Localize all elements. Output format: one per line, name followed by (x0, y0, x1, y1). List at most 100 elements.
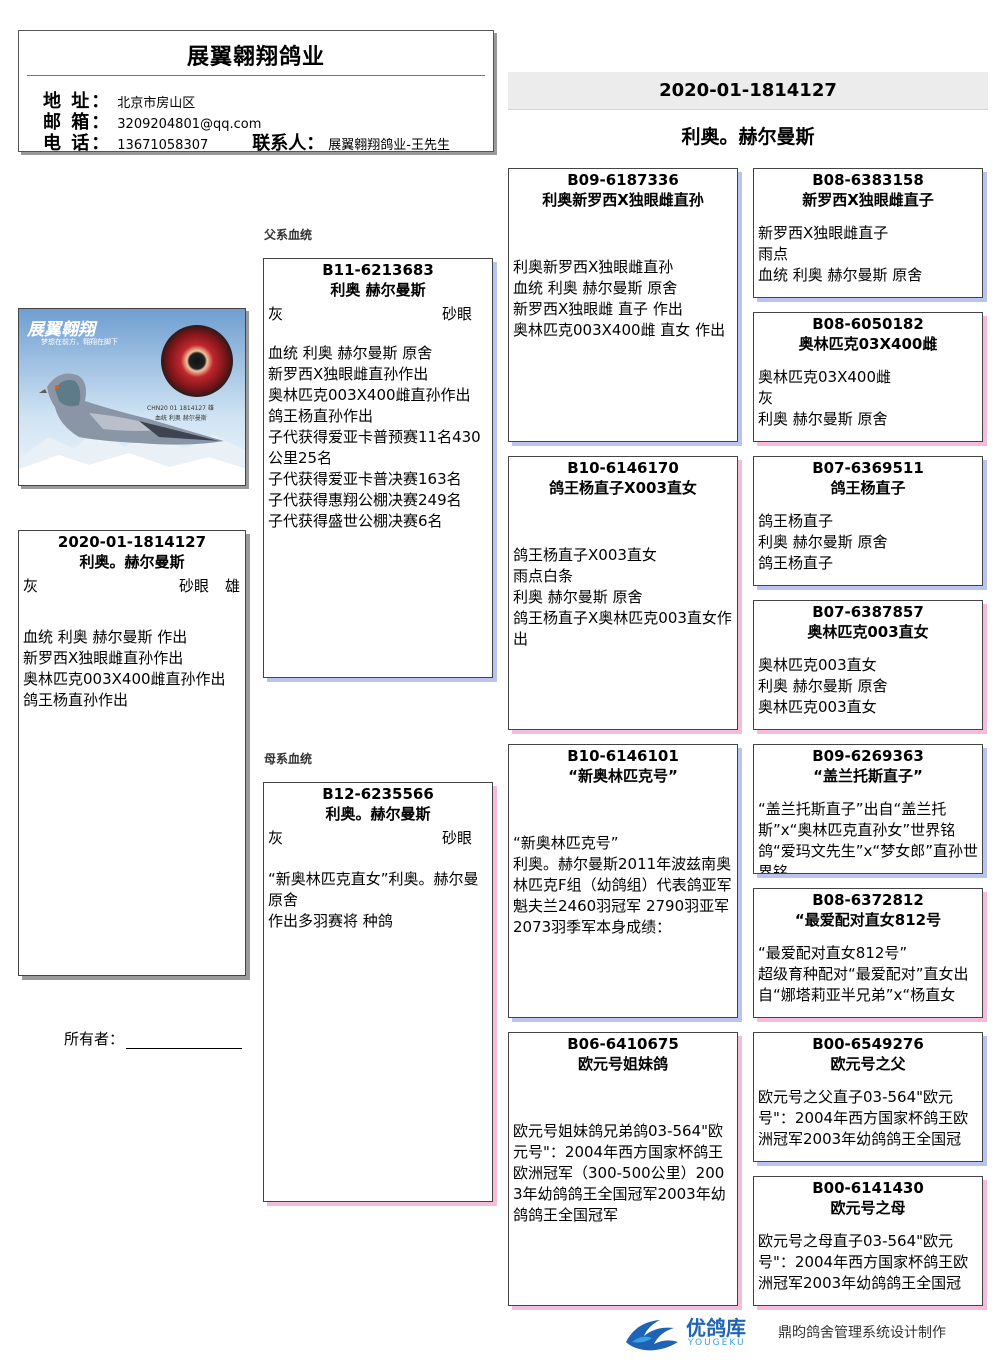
yougeku-logo: 优鸽库 YOUGEKU (622, 1312, 764, 1354)
dam-dam-name: 欧元号姐妹鸽 (577, 1055, 668, 1073)
dd-dam-name: 欧元号之母 (830, 1199, 906, 1217)
photo-caption-ring: CHN20 01 1814127 雄 (147, 405, 214, 412)
owner-field: 所有者： (64, 1028, 243, 1049)
sire-sire-ring: B09-6187336 (567, 171, 679, 189)
sire-dam-description: 鸽王杨直子X003直女 雨点白条 利奥 赫尔曼斯 原舍 鸽王杨直子X奥林匹克00… (513, 546, 732, 648)
ds-sire-card[interactable]: B09-6269363 “盖兰托斯直子” “盖兰托斯直子”出自“盖兰托斯”x“奥… (753, 744, 983, 874)
subject-name: 利奥。赫尔曼斯 (79, 553, 185, 571)
photo-caption-bloodline: 血统 利奥 赫尔曼斯 (155, 415, 207, 422)
sd-sire-card[interactable]: B07-6369511 鸽王杨直子 鸽王杨直子 利奥 赫尔曼斯 原舍 鸽王杨直子 (753, 456, 983, 586)
subject-ring: 2020-01-1814127 (57, 533, 207, 551)
dam-dam-ring: B06-6410675 (567, 1035, 679, 1053)
dam-name: 利奥。赫尔曼斯 (325, 805, 431, 823)
dam-sire-name: “新奥林匹克号” (568, 767, 678, 785)
sire-attributes: 灰 砂眼 (264, 301, 492, 323)
sd-dam-ring: B07-6387857 (812, 603, 924, 621)
dd-sire-card[interactable]: B00-6549276 欧元号之父 欧元号之父直子03-564"欧元号"：200… (753, 1032, 983, 1162)
subject-ring-band: 2020-01-1814127 (508, 72, 988, 110)
sd-dam-name: 奥林匹克003直女 (807, 623, 929, 641)
dam-description: “新奥林匹克直女”利奥。赫尔曼原舍 作出多羽赛将 种鸽 (268, 870, 479, 930)
email-row: 邮 箱： 3209204801@qq.com (43, 108, 261, 134)
ss-dam-description: 奥林匹克03X400雌 灰 利奥 赫尔曼斯 原舍 (758, 368, 891, 428)
subject-eye: 砂眼 (179, 577, 210, 595)
phone-row: 电 话： 13671058307 联系人：展翼翱翔鸽业-王先生 (43, 129, 450, 155)
dam-eye: 砂眼 (442, 829, 473, 847)
ds-dam-card[interactable]: B08-6372812 “最爱配对直女812号 “最爱配对直女812号” 超级育… (753, 888, 983, 1018)
sd-sire-ring: B07-6369511 (812, 459, 924, 477)
contact-value: 展翼翱翔鸽业-王先生 (328, 138, 450, 153)
sd-sire-name: 鸽王杨直子 (830, 479, 906, 497)
dam-side-label: 母系血统 (264, 752, 313, 766)
dam-sire-description: “新奥林匹克号” 利奥。赫尔曼斯2011年波兹南奥林匹克F组（幼鸽组）代表鸽亚军… (513, 834, 732, 936)
ss-sire-card[interactable]: B08-6383158 新罗西X独眼雌直子 新罗西X独眼雌直子 雨点 血统 利奥… (753, 168, 983, 298)
sire-card[interactable]: B11-6213683 利奥 赫尔曼斯 灰 砂眼 血统 利奥 赫尔曼斯 原舍 新… (263, 258, 493, 678)
dam-color: 灰 (268, 829, 284, 847)
ss-sire-description: 新罗西X独眼雌直子 雨点 血统 利奥 赫尔曼斯 原舍 (758, 224, 923, 284)
sire-ring: B11-6213683 (322, 261, 434, 279)
sd-dam-description: 奥林匹克003直女 利奥 赫尔曼斯 原舍 奥林匹克003直女 (758, 656, 888, 716)
dd-dam-card[interactable]: B00-6141430 欧元号之母 欧元号之母直子03-564"欧元号"：200… (753, 1176, 983, 1306)
ds-dam-description: “最爱配对直女812号” 超级育种配对“最爱配对”直女出自“娜塔莉亚半兄弟”x“… (758, 944, 969, 1004)
dam-card[interactable]: B12-6235566 利奥。赫尔曼斯 灰 砂眼 “新奥林匹克直女”利奥。赫尔曼… (263, 782, 493, 1202)
dd-sire-name: 欧元号之父 (830, 1055, 906, 1073)
sire-dam-ring: B10-6146170 (567, 459, 679, 477)
email-label: 邮 箱： (43, 112, 112, 133)
ds-sire-description: “盖兰托斯直子”出自“盖兰托斯”x“奥林匹克直孙女”世界铭鸽“爱玛文先生”x“梦… (758, 800, 978, 874)
sire-side-label: 父系血统 (264, 228, 313, 242)
dam-ring: B12-6235566 (322, 785, 434, 803)
contact-label: 联系人： (252, 133, 325, 154)
ds-dam-ring: B08-6372812 (812, 891, 924, 909)
sire-sire-description: 利奥新罗西X独眼雌直孙 血统 利奥 赫尔曼斯 原舍 新罗西X独眼雌 直子 作出 … (513, 258, 726, 339)
dam-attributes: 灰 砂眼 (264, 825, 492, 847)
address-row: 地 址： 北京市房山区 (43, 87, 195, 113)
sire-dam-card[interactable]: B10-6146170 鸽王杨直子X003直女 鸽王杨直子X003直女 雨点白条… (508, 456, 738, 730)
sire-color: 灰 (268, 305, 284, 323)
ds-dam-name: “最爱配对直女812号 (794, 911, 942, 929)
ds-sire-ring: B09-6269363 (812, 747, 924, 765)
pigeon-photo-illustration (19, 309, 245, 485)
dam-dam-description: 欧元号姐妹鸽兄弟鸽03-564"欧元号"：2004年西方国家杯鸽王欧洲冠军（30… (513, 1122, 726, 1224)
subject-card[interactable]: 2020-01-1814127 利奥。赫尔曼斯 灰 砂眼 雄 血统 利奥 赫尔曼… (18, 530, 246, 976)
ss-sire-ring: B08-6383158 (812, 171, 924, 189)
ds-sire-name: “盖兰托斯直子” (813, 767, 923, 785)
sire-eye: 砂眼 (442, 305, 473, 323)
sire-description: 血统 利奥 赫尔曼斯 原舍 新罗西X独眼雌直孙作出 奥林匹克003X400雌直孙… (268, 344, 481, 530)
dd-sire-ring: B00-6549276 (812, 1035, 924, 1053)
brand-name-en: YOUGEKU (688, 1338, 746, 1348)
subject-description: 血统 利奥 赫尔曼斯 作出 新罗西X独眼雌直孙作出 奥林匹克003X400雌直孙… (23, 628, 226, 709)
address-value: 北京市房山区 (117, 96, 196, 111)
dam-sire-ring: B10-6146101 (567, 747, 679, 765)
ss-dam-name: 奥林匹克03X400雌 (798, 335, 938, 353)
subject-sex: 雄 (225, 577, 241, 595)
dd-dam-description: 欧元号之母直子03-564"欧元号"：2004年西方国家杯鸽王欧洲冠军2003年… (758, 1232, 969, 1292)
ss-dam-ring: B08-6050182 (812, 315, 924, 333)
phone-label: 电 话： (43, 133, 112, 154)
sire-name: 利奥 赫尔曼斯 (330, 281, 426, 299)
phone-value[interactable]: 13671058307 (117, 138, 209, 153)
subject-name-heading: 利奥。赫尔曼斯 (681, 126, 815, 148)
pigeon-photo: 展翼翱翔 梦想在前方，翱翔在脚下 CHN20 01 1814127 雄 血统 利… (18, 308, 246, 486)
photo-banner-text: 展翼翱翔 (27, 320, 95, 340)
sd-sire-description: 鸽王杨直子 利奥 赫尔曼斯 原舍 鸽王杨直子 (758, 512, 888, 572)
owner-label: 所有者： (64, 1030, 125, 1048)
sire-dam-name: 鸽王杨直子X003直女 (549, 479, 697, 497)
sire-sire-name: 利奥新罗西X独眼雌直孙 (542, 191, 704, 209)
address-label: 地 址： (43, 91, 112, 112)
dam-sire-card[interactable]: B10-6146101 “新奥林匹克号” “新奥林匹克号” 利奥。赫尔曼斯201… (508, 744, 738, 1018)
ss-dam-card[interactable]: B08-6050182 奥林匹克03X400雌 奥林匹克03X400雌 灰 利奥… (753, 312, 983, 442)
breeder-header-card: 展翼翱翔鸽业 地 址：北京市房山区 邮 箱：3209204801@qq.com … (18, 30, 494, 155)
header-divider (27, 75, 485, 76)
yougeku-wave-icon (626, 1320, 678, 1351)
sire-sire-card[interactable]: B09-6187336 利奥新罗西X独眼雌直孙 利奥新罗西X独眼雌直孙 血统 利… (508, 168, 738, 442)
dam-dam-card[interactable]: B06-6410675 欧元号姐妹鸽 欧元号姐妹鸽兄弟鸽03-564"欧元号"：… (508, 1032, 738, 1306)
email-value[interactable]: 3209204801@qq.com (117, 117, 262, 132)
breeder-title: 展翼翱翔鸽业 (186, 45, 325, 70)
photo-slogan-text: 梦想在前方，翱翔在脚下 (41, 338, 118, 346)
dd-sire-description: 欧元号之父直子03-564"欧元号"：2004年西方国家杯鸽王欧洲冠军2003年… (758, 1088, 969, 1148)
owner-blank-line (126, 1033, 243, 1049)
sd-dam-card[interactable]: B07-6387857 奥林匹克003直女 奥林匹克003直女 利奥 赫尔曼斯 … (753, 600, 983, 730)
dd-dam-ring: B00-6141430 (812, 1179, 924, 1197)
subject-attributes: 灰 砂眼 雄 (19, 573, 245, 595)
subject-color: 灰 (23, 577, 39, 595)
brand-name-cn: 优鸽库 (686, 1316, 746, 1340)
